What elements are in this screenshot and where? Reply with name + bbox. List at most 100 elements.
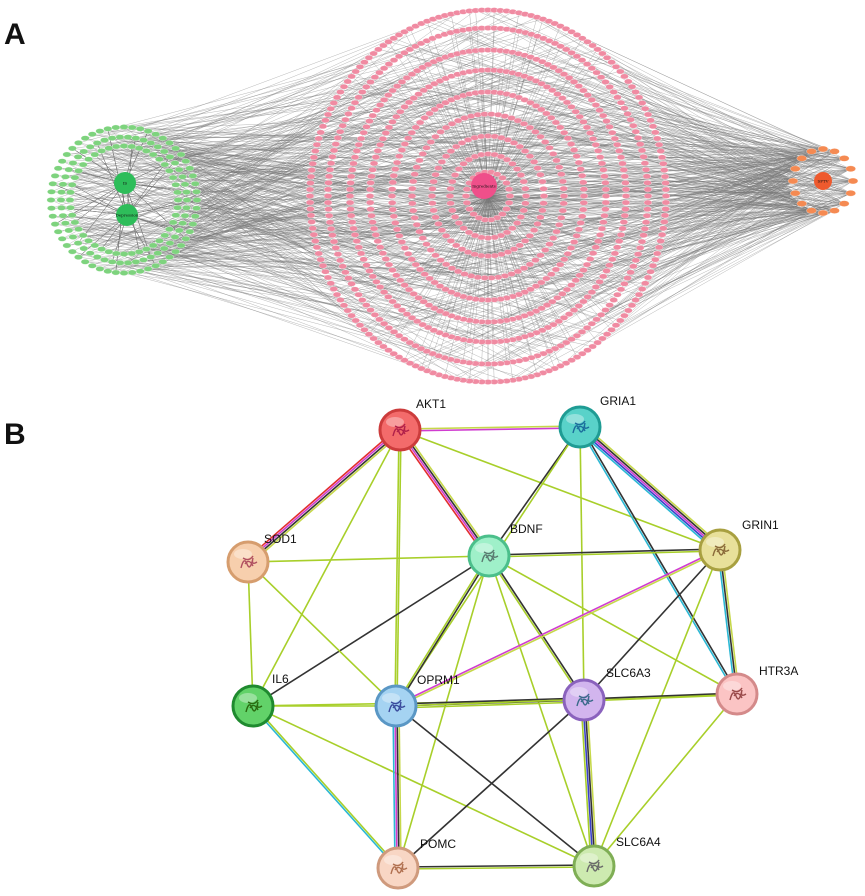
ingredient-node [388, 200, 397, 206]
left-target-node [148, 242, 158, 249]
ingredient-node [431, 214, 440, 221]
ingredient-node [594, 148, 603, 154]
panel-a-network: IS Depression Ingredients SFTV [46, 7, 859, 385]
node-pomc[interactable]: POMC [376, 837, 456, 890]
ingredient-node [576, 220, 585, 226]
edge-evidence-line [394, 429, 400, 707]
ingredient-node [425, 275, 434, 282]
ingredient-node [388, 206, 397, 213]
ingredient-node [654, 244, 664, 251]
left-target-node [47, 205, 56, 211]
ingredient-node [413, 67, 422, 74]
ingredient-node [512, 166, 522, 172]
ingredient-node [545, 241, 554, 247]
right-target-node [790, 190, 801, 197]
node-gria1[interactable]: GRIA1 [558, 394, 636, 449]
edge-evidence-line [398, 705, 402, 869]
ingredient-node [367, 173, 376, 180]
ingredient-node [355, 322, 365, 328]
left-target-node [188, 173, 198, 179]
ingredient-node [569, 79, 579, 85]
ingredient-node [415, 119, 425, 126]
node-htr3a[interactable]: HTR3A [715, 664, 798, 716]
left-target-node [90, 242, 100, 249]
edge-evidence-line [398, 430, 489, 558]
left-target-node [139, 137, 148, 143]
edge-evidence-line [396, 550, 721, 708]
left-target-node [171, 212, 181, 218]
ingredient-node [575, 272, 584, 279]
ingredient-node [537, 279, 546, 286]
right-target-node [790, 165, 801, 172]
left-target-node [48, 213, 58, 219]
ingredient-node [329, 286, 338, 292]
ingredient-node [566, 141, 576, 147]
node-highlight [566, 414, 584, 424]
ingredient-node [388, 298, 397, 305]
ingredient-node [434, 221, 443, 227]
ingredient-node [407, 256, 416, 263]
ingredient-node [375, 69, 384, 76]
ingredient-node [349, 160, 358, 167]
ingredient-node [402, 311, 412, 317]
ingredient-node [577, 329, 587, 335]
ingredient-node [312, 244, 322, 251]
ingredient-node [588, 42, 597, 49]
node-oprm1[interactable]: OPRM1 [374, 673, 460, 728]
ingredient-node [460, 271, 469, 277]
ingredient-node [332, 291, 342, 298]
node-slc6a4[interactable]: SLC6A4 [572, 835, 661, 888]
ingredient-node [378, 136, 388, 142]
ingredient-node [308, 160, 317, 167]
edge-evidence-line [396, 431, 488, 559]
ingredient-node [384, 39, 393, 45]
ingredient-node [437, 227, 447, 233]
ingredient-node [354, 291, 363, 298]
left-target-node [107, 259, 117, 265]
node-grin1[interactable]: GRIN1 [698, 518, 779, 572]
ingredient-node [620, 312, 629, 319]
node-sod1[interactable]: SOD1 [226, 532, 297, 584]
node-akt1[interactable]: AKT1 [378, 397, 446, 452]
ingredient-node [578, 35, 587, 42]
ingredient-node [362, 262, 371, 268]
ingredient-node [419, 298, 428, 305]
ingredient-node [569, 307, 579, 313]
ingredient-node [414, 295, 423, 301]
edge-evidence-line [488, 555, 738, 695]
ingredient-node [431, 171, 440, 178]
ingredient-node [577, 57, 587, 63]
edge-evidence-line [583, 694, 738, 702]
ingredient-node [318, 262, 328, 269]
ingredient-node [389, 329, 399, 335]
ingredient-node [599, 167, 608, 173]
ingredient-node [498, 211, 507, 217]
edge-oprm1-pomc [392, 705, 402, 869]
ingredient-node [338, 122, 347, 129]
node-il6[interactable]: IL6 [231, 672, 289, 728]
edge-evidence-line [399, 425, 581, 430]
ingredient-node [366, 180, 375, 186]
ingredient-node [441, 99, 450, 106]
protein-structure-icon [729, 687, 747, 701]
node-bdnf[interactable]: BDNF [467, 522, 543, 578]
ingredient-node [642, 212, 652, 219]
ingredient-node [415, 157, 424, 164]
ingredient-node [562, 286, 572, 293]
ingredient-node [648, 123, 658, 130]
ingredient-node [508, 161, 517, 167]
left-target-node [127, 143, 137, 150]
ingredient-node [346, 180, 355, 186]
ingredient-node [547, 115, 556, 121]
ingredient-node [329, 147, 339, 154]
ingredient-node [350, 286, 360, 293]
node-slc6a3[interactable]: SLC6A3 [562, 666, 651, 722]
left-target-node [97, 246, 106, 252]
edge-evidence-line [401, 427, 493, 555]
ingredient-node [323, 111, 333, 118]
left-target-node [115, 134, 125, 140]
ingredient-node [598, 335, 607, 342]
ingredient-node [326, 160, 336, 166]
ingredient-node [349, 225, 358, 232]
